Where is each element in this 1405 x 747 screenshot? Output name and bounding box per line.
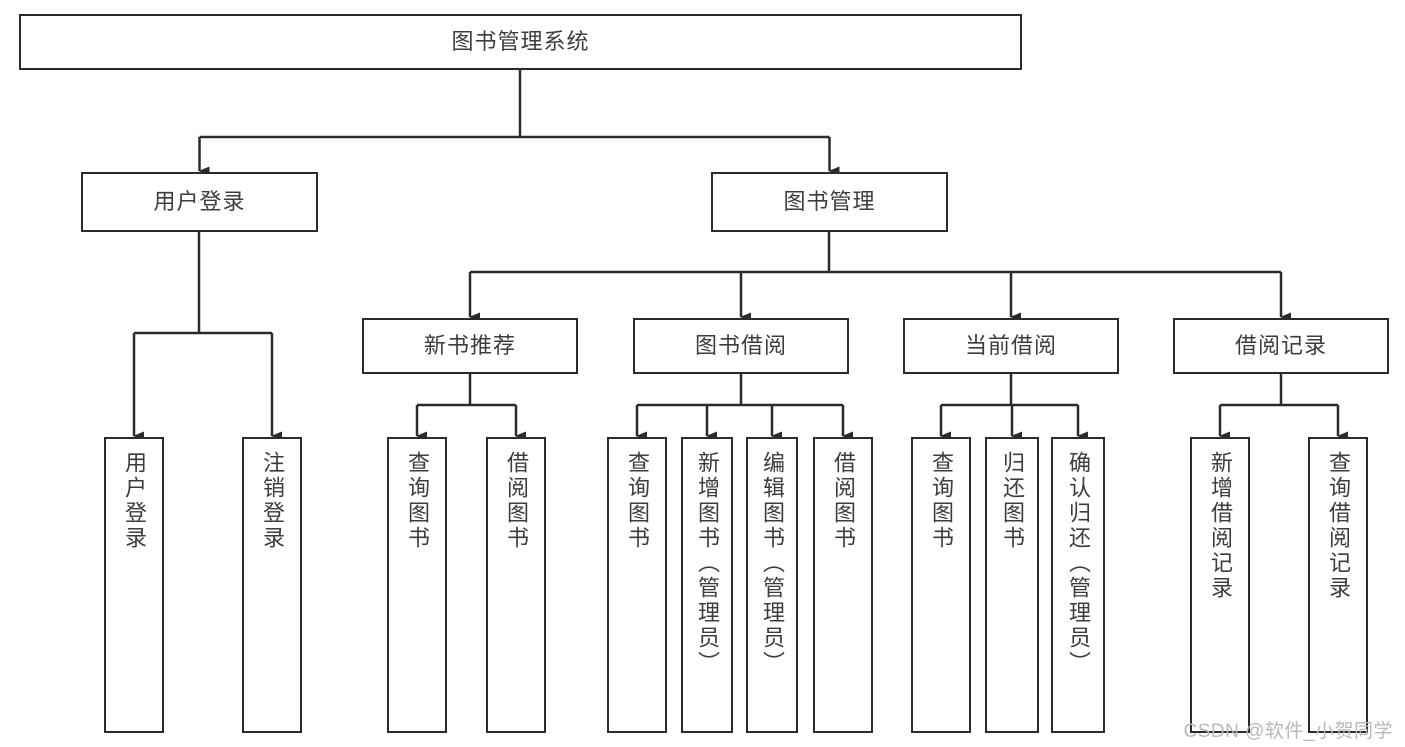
node-label-new-book-rec: 新书推荐 (423, 333, 516, 359)
node-label-leaf-return: 归还图书 (1000, 451, 1025, 551)
node-book-manage[interactable]: 图书管理 (711, 172, 948, 232)
node-label-leaf-edit-book: 编辑图书（管理员） (760, 451, 785, 676)
node-leaf-query-1[interactable]: 查询图书 (387, 437, 447, 733)
node-label-leaf-query-3: 查询图书 (929, 451, 954, 551)
node-current-borrow[interactable]: 当前借阅 (903, 318, 1119, 374)
node-label-book-manage: 图书管理 (783, 189, 876, 215)
node-leaf-borrow-1[interactable]: 借阅图书 (486, 437, 546, 733)
node-label-leaf-user-login: 用户登录 (122, 451, 147, 551)
node-leaf-add-book[interactable]: 新增图书（管理员） (681, 437, 733, 733)
node-new-book-rec[interactable]: 新书推荐 (362, 318, 578, 374)
node-label-leaf-borrow-1: 借阅图书 (504, 451, 529, 551)
node-leaf-add-rec[interactable]: 新增借阅记录 (1190, 437, 1250, 733)
node-label-root: 图书管理系统 (451, 29, 590, 55)
node-label-leaf-add-book: 新增图书（管理员） (695, 451, 720, 676)
node-label-leaf-query-1: 查询图书 (405, 451, 430, 551)
node-label-leaf-query-rec: 查询借阅记录 (1326, 451, 1351, 601)
node-leaf-return[interactable]: 归还图书 (985, 437, 1039, 733)
node-label-leaf-query-2: 查询图书 (625, 451, 650, 551)
node-label-leaf-add-rec: 新增借阅记录 (1208, 451, 1233, 601)
node-root[interactable]: 图书管理系统 (19, 14, 1022, 70)
node-leaf-borrow-2[interactable]: 借阅图书 (813, 437, 873, 733)
node-label-leaf-logout: 注销登录 (260, 451, 285, 551)
node-label-book-borrow: 图书借阅 (694, 333, 787, 359)
node-user-login[interactable]: 用户登录 (81, 172, 318, 232)
node-leaf-confirm[interactable]: 确认归还（管理员） (1051, 437, 1105, 733)
node-borrow-record[interactable]: 借阅记录 (1173, 318, 1389, 374)
node-leaf-query-2[interactable]: 查询图书 (607, 437, 667, 733)
node-leaf-user-login[interactable]: 用户登录 (104, 437, 164, 733)
node-label-borrow-record: 借阅记录 (1234, 333, 1327, 359)
node-label-leaf-confirm: 确认归还（管理员） (1066, 451, 1091, 676)
watermark-text: CSDN @软件_小贺同学 (1183, 721, 1393, 742)
node-label-current-borrow: 当前借阅 (964, 333, 1057, 359)
node-leaf-logout[interactable]: 注销登录 (242, 437, 302, 733)
node-label-leaf-borrow-2: 借阅图书 (831, 451, 856, 551)
node-leaf-query-rec[interactable]: 查询借阅记录 (1308, 437, 1368, 733)
node-leaf-edit-book[interactable]: 编辑图书（管理员） (746, 437, 798, 733)
node-book-borrow[interactable]: 图书借阅 (633, 318, 849, 374)
node-leaf-query-3[interactable]: 查询图书 (911, 437, 971, 733)
node-label-user-login: 用户登录 (153, 189, 246, 215)
